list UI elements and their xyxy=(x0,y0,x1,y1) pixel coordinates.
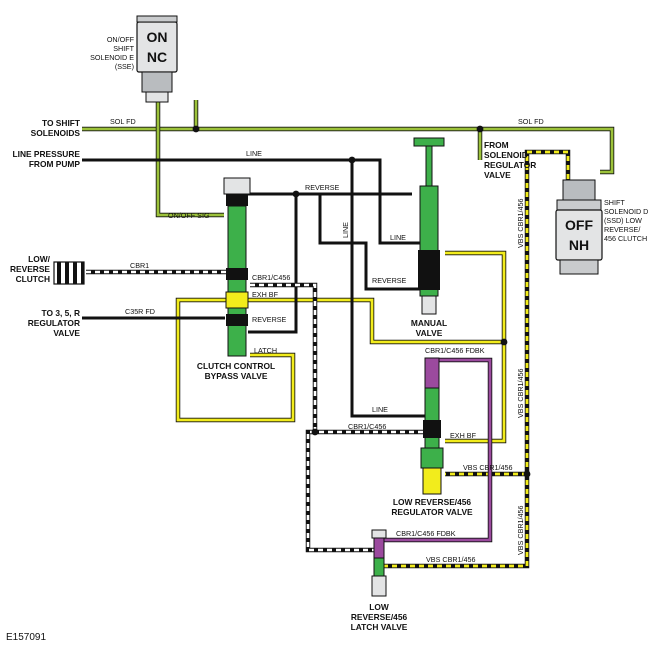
c35r-fd-label: C35R FD xyxy=(125,307,155,316)
latch-label: LATCH xyxy=(254,346,277,355)
nh-label: NH xyxy=(569,237,589,253)
from-sol-label-2: SOLENOID xyxy=(484,150,528,160)
vbs-right-low-label: VBS CBR1/456 xyxy=(516,505,525,555)
ssd-label-4: REVERSE/ xyxy=(604,225,640,234)
cbr1-c456-fdbk-top-label: CBR1/C456 FDBK xyxy=(425,346,485,355)
cbr1-c456-reg-label: CBR1/C456 xyxy=(348,422,386,431)
line-pressure-label-2: FROM PUMP xyxy=(29,159,81,169)
exh-bf-label: EXH BF xyxy=(252,290,279,299)
vbs-circuit xyxy=(380,149,571,569)
latch-valve-label-3: LATCH VALVE xyxy=(351,622,408,632)
vbs-right-top-label: VBS CBR1/456 xyxy=(516,198,525,248)
cbr1-c456-fdbk-bot-label: CBR1/C456 FDBK xyxy=(396,529,456,538)
low-reverse-456-regulator-valve xyxy=(420,357,444,495)
lr456-reg-label-1: LOW REVERSE/456 xyxy=(393,497,472,507)
reverse-manual-label: REVERSE xyxy=(372,276,407,285)
sol-fd-label-right: SOL FD xyxy=(518,117,544,126)
line-manual-label: LINE xyxy=(390,233,406,242)
on-label: ON xyxy=(147,29,168,45)
low-reverse-456-latch-valve xyxy=(371,529,387,597)
shift-solenoid-d: OFF NH xyxy=(555,179,603,275)
vbs-cbr1-456-reg-label: VBS CBR1/456 xyxy=(463,463,513,472)
sol-fd-circuit xyxy=(82,100,615,218)
to-shift-label-1: TO SHIFT xyxy=(42,118,81,128)
line-vertical-label: LINE xyxy=(341,222,350,238)
ssd-label-5: 456 CLUTCH xyxy=(604,234,647,243)
manual-valve xyxy=(413,137,445,315)
low-reverse-clutch-symbol xyxy=(53,261,85,285)
fdbk-circuit xyxy=(380,357,493,543)
to-3-5-r-label-3: VALVE xyxy=(53,328,80,338)
clutch-control-bypass-valve xyxy=(223,177,251,357)
to-3-5-r-label-2: REGULATOR xyxy=(28,318,80,328)
reverse-bypass-label: REVERSE xyxy=(252,315,287,324)
sol-fd-label-left: SOL FD xyxy=(110,117,136,126)
sse-label-3: SOLENOID E xyxy=(90,53,134,62)
sse-label-1: ON/OFF xyxy=(107,35,135,44)
line-circuit xyxy=(82,158,425,418)
reverse-top-label: REVERSE xyxy=(305,183,340,192)
lr456-reg-label-2: REGULATOR VALVE xyxy=(391,507,473,517)
exh-bf-reg-label: EXH BF xyxy=(450,431,477,440)
from-sol-label-1: FROM xyxy=(484,140,509,150)
ssd-label-1: SHIFT xyxy=(604,198,625,207)
latch-valve-label-1: LOW xyxy=(369,602,389,612)
ccbv-label-2: BYPASS VALVE xyxy=(205,371,268,381)
line-reg-label: LINE xyxy=(372,405,388,414)
low-rev-clutch-label-1: LOW/ xyxy=(28,254,51,264)
cbr1-circuit xyxy=(86,269,425,553)
low-rev-clutch-label-3: CLUTCH xyxy=(16,274,50,284)
off-label: OFF xyxy=(565,217,593,233)
latch-valve-label-2: REVERSE/456 xyxy=(351,612,408,622)
ssd-label-3: (SSD) LOW xyxy=(604,216,642,225)
vbs-right-mid-label: VBS CBR1/456 xyxy=(516,368,525,418)
ccbv-label-1: CLUTCH CONTROL xyxy=(197,361,275,371)
manual-valve-label-1: MANUAL xyxy=(411,318,447,328)
ssd-label-2: SOLENOID D xyxy=(604,207,648,216)
nc-label: NC xyxy=(147,49,167,65)
low-rev-clutch-label-2: REVERSE xyxy=(10,264,50,274)
cbr1-label: CBR1 xyxy=(130,261,149,270)
vbs-bottom-label: VBS CBR1/456 xyxy=(426,555,476,564)
line-pressure-label-1: LINE PRESSURE xyxy=(13,149,81,159)
shift-solenoid-e: ON NC xyxy=(136,15,178,103)
on-off-sig-label: ON/OFF SIG xyxy=(168,211,210,220)
cbr1-c456-label: CBR1/C456 xyxy=(252,273,290,282)
to-3-5-r-label-1: TO 3, 5, R xyxy=(42,308,80,318)
to-shift-label-2: SOLENOIDS xyxy=(31,128,81,138)
manual-valve-label-2: VALVE xyxy=(416,328,443,338)
figure-code: E157091 xyxy=(6,632,46,643)
line-top-label: LINE xyxy=(246,149,262,158)
sse-label-4: (SSE) xyxy=(115,62,134,71)
from-sol-label-4: VALVE xyxy=(484,170,511,180)
sse-label-2: SHIFT xyxy=(113,44,134,53)
from-sol-label-3: REGULATOR xyxy=(484,160,536,170)
